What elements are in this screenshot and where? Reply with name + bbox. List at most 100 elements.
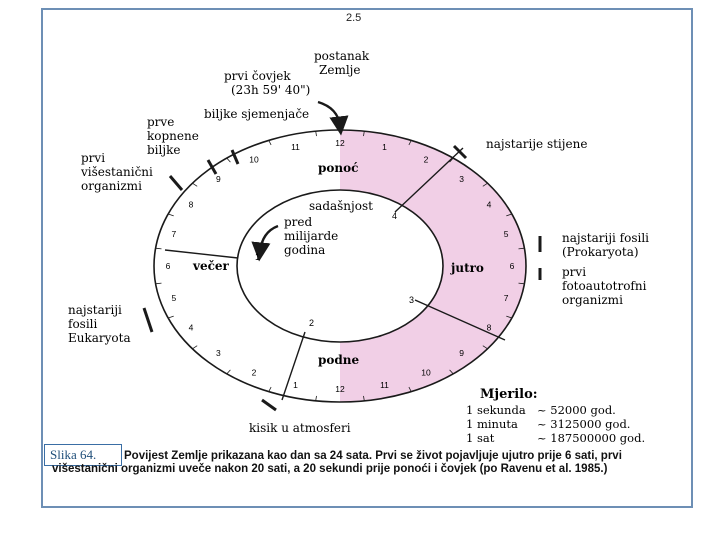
hour-number: 12 (335, 384, 345, 394)
label-prokaryota: (Prokaryota) (562, 245, 639, 259)
scale-row-unit: 1 sekunda (466, 403, 526, 417)
hour-tick (408, 140, 412, 146)
label-biljke: biljke (147, 143, 180, 157)
hour-number: 9 (459, 348, 464, 358)
label-pred: pred (284, 215, 313, 229)
hour-number: 1 (293, 380, 298, 390)
label-eukaryota: Eukaryota (68, 331, 131, 345)
inner-number-3: 3 (409, 295, 414, 305)
hour-tick (482, 345, 488, 350)
label-najstariji: najstariji (68, 303, 122, 317)
hour-tick (268, 386, 272, 392)
hour-number: 2 (424, 155, 429, 165)
hour-number: 10 (421, 368, 431, 378)
hour-tick (226, 369, 231, 375)
label-visestanicni: višestanični (80, 165, 153, 179)
figure-number-badge: Slika 64. (44, 444, 122, 466)
hour-tick (315, 395, 317, 401)
hour-tick (268, 140, 272, 146)
label-milijarde: milijarde (284, 229, 338, 243)
label-vecer: večer (192, 259, 230, 273)
hour-number: 10 (249, 155, 259, 165)
label-kisik: kisik u atmosferi (249, 421, 351, 435)
scale-row-value: ~ 3125000 god. (537, 417, 630, 431)
scale-row-value: ~ 52000 god. (537, 403, 616, 417)
scale-row-unit: 1 sat (466, 431, 495, 445)
inner-number-1: 1 (255, 252, 260, 262)
label-jutro: jutro (450, 261, 484, 275)
label-organizmi-foto: organizmi (562, 293, 623, 307)
label-prvi: prvi (81, 151, 105, 165)
hour-number: 4 (487, 200, 492, 210)
hour-tick (192, 345, 198, 350)
inner-ring (236, 189, 444, 343)
radial-line-oxygen (281, 331, 306, 401)
radial-line-evening (164, 249, 239, 259)
hour-number: 6 (166, 261, 171, 271)
hour-tick (506, 315, 512, 319)
hour-number: 6 (510, 261, 515, 271)
hour-tick (482, 182, 488, 187)
label-najstarije-stijene: najstarije stijene (486, 137, 587, 151)
hour-number: 4 (189, 323, 194, 333)
hour-tick (518, 247, 525, 250)
label-postanak: postanak (314, 49, 370, 63)
hour-tick (168, 213, 174, 217)
label-sadasnjost: sadašnjost (309, 199, 373, 213)
inner-number-4: 4 (392, 211, 397, 221)
label-prvi-covjek: prvi čovjek (224, 69, 291, 83)
hour-number: 9 (216, 174, 221, 184)
label-ponoc: ponoć (318, 161, 358, 175)
radial-line-oldest-rocks (394, 147, 464, 213)
hour-tick (168, 315, 174, 319)
event-mark-oldest-rocks (452, 144, 468, 160)
label-fosili: fosili (68, 317, 98, 331)
label-biljke-sjemenjace: biljke sjemenjače (204, 107, 309, 121)
hour-number: 7 (172, 229, 177, 239)
hour-tick (226, 157, 231, 163)
hour-tick (449, 157, 454, 163)
event-mark-oxygen (261, 398, 277, 412)
label-fotoautotrofni: fotoautotrofni (562, 279, 647, 293)
label-najstariji-fosili: najstariji fosili (562, 231, 649, 245)
event-mark-eukaryota (142, 307, 154, 333)
hour-number: 8 (487, 323, 492, 333)
event-mark-seed-plants (230, 149, 240, 165)
hour-number: 8 (189, 200, 194, 210)
arrow-first-human (317, 100, 349, 136)
hour-tick (155, 247, 162, 250)
hour-tick (315, 131, 317, 137)
hour-tick (155, 282, 162, 285)
hour-number: 1 (382, 142, 387, 152)
event-mark-land-plants (206, 159, 218, 175)
morning-half-shading (340, 130, 526, 402)
page-number: 2.5 (346, 12, 362, 24)
arrow-billion-years (251, 224, 279, 262)
label-prvi-foto: prvi (562, 265, 586, 279)
label-godina: godina (284, 243, 325, 257)
hour-tick (408, 386, 412, 392)
scale-row-value: ~ 187500000 god. (537, 431, 645, 445)
hour-tick (363, 131, 365, 137)
hour-number: 11 (291, 142, 300, 152)
hour-tick (518, 282, 525, 285)
scale-title: Mjerilo: (480, 387, 538, 402)
hour-number: 5 (172, 293, 177, 303)
inner-number-2: 2 (309, 318, 314, 328)
label-prve: prve (147, 115, 174, 129)
hour-number: 3 (459, 174, 464, 184)
hour-number: 11 (380, 380, 389, 390)
radial-line-photo (414, 299, 506, 341)
label-zemlje: Zemlje (319, 63, 360, 77)
hour-tick (506, 213, 512, 217)
label-kopnene: kopnene (147, 129, 199, 143)
scale-row-unit: 1 minuta (466, 417, 518, 431)
hour-number: 3 (216, 348, 221, 358)
hour-number: 12 (335, 138, 345, 148)
hour-number: 5 (504, 229, 509, 239)
hour-number: 2 (252, 368, 257, 378)
hour-number: 7 (504, 293, 509, 303)
label-organizmi: organizmi (81, 179, 142, 193)
